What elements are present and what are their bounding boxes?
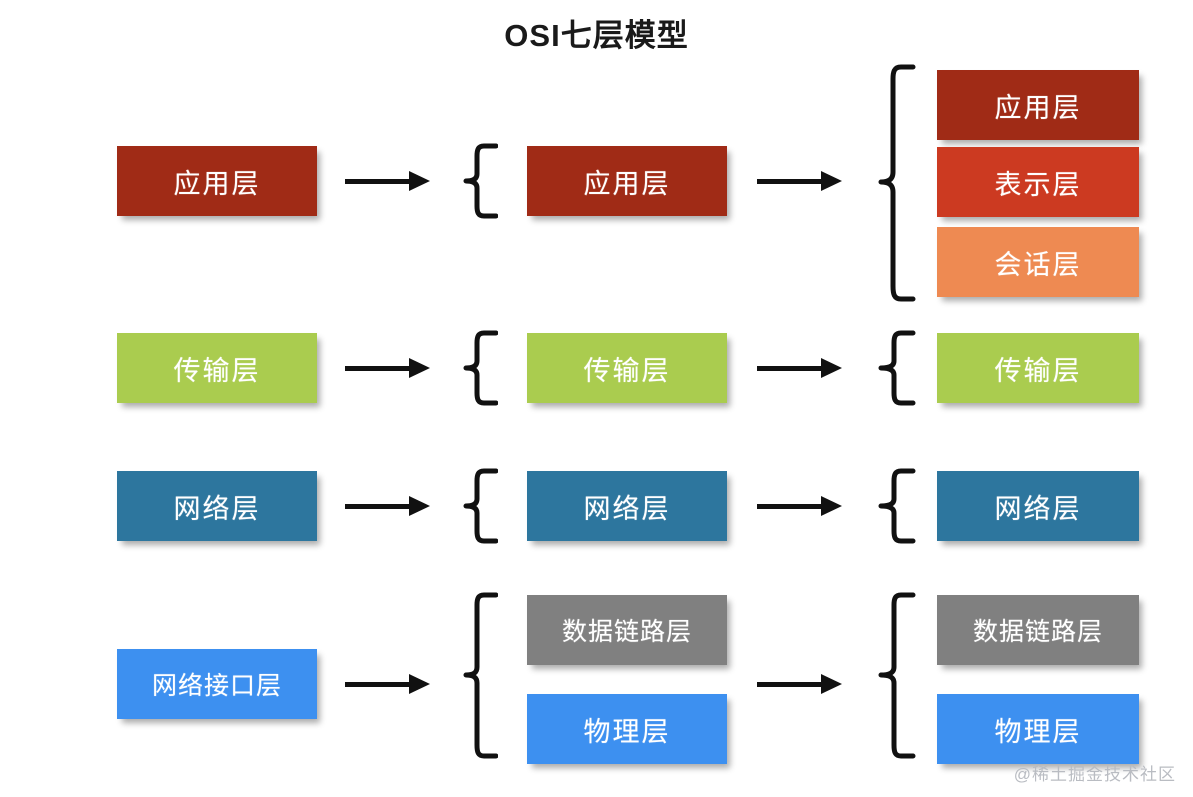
arrow-c2-to-c3-network (757, 494, 843, 518)
box-c3-session[interactable]: 会话层 (937, 227, 1139, 297)
box-c2-network[interactable]: 网络层 (527, 471, 727, 541)
page-title: OSI七层模型 (504, 18, 689, 53)
brace-c3-network (877, 468, 917, 544)
arrow-c1-to-c2-transport (345, 356, 431, 380)
arrow-c2-to-c3-transport (757, 356, 843, 380)
arrow-c2-to-c3-application (757, 169, 843, 193)
box-c1-transport[interactable]: 传输层 (117, 333, 317, 403)
box-c1-network[interactable]: 网络层 (117, 471, 317, 541)
brace-c3-transport (877, 330, 917, 406)
arrow-c1-to-c2-network (345, 494, 431, 518)
box-c2-datalink[interactable]: 数据链路层 (527, 595, 727, 665)
box-c2-physical[interactable]: 物理层 (527, 694, 727, 764)
brace-c3-application (877, 64, 917, 304)
arrow-c1-to-c2-network-interface (345, 672, 431, 696)
box-c3-presentation[interactable]: 表示层 (937, 147, 1139, 217)
arrow-c2-to-c3-link-physical (757, 672, 843, 696)
box-c3-physical[interactable]: 物理层 (937, 694, 1139, 764)
box-c1-network-interface[interactable]: 网络接口层 (117, 649, 317, 719)
watermark: @稀土掘金技术社区 (1013, 765, 1176, 784)
box-c2-transport[interactable]: 传输层 (527, 333, 727, 403)
box-c3-transport[interactable]: 传输层 (937, 333, 1139, 403)
box-c3-network[interactable]: 网络层 (937, 471, 1139, 541)
box-c2-application[interactable]: 应用层 (527, 146, 727, 216)
brace-c2-network (462, 468, 498, 544)
brace-c3-link-physical (877, 592, 917, 762)
box-c1-application[interactable]: 应用层 (117, 146, 317, 216)
brace-c2-application (462, 143, 498, 219)
brace-c2-transport (462, 330, 498, 406)
brace-c2-link-physical (462, 592, 498, 762)
arrow-c1-to-c2-application (345, 169, 431, 193)
box-c3-datalink[interactable]: 数据链路层 (937, 595, 1139, 665)
box-c3-application[interactable]: 应用层 (937, 70, 1139, 140)
